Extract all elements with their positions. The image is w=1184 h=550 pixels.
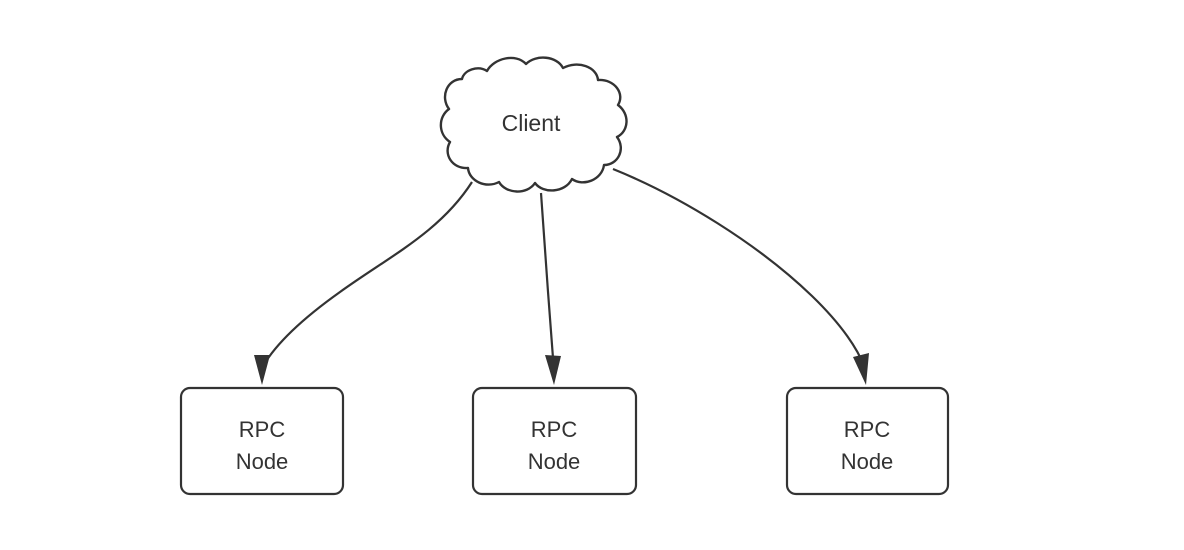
rpc-node-1-label-line2: Node bbox=[236, 449, 289, 474]
rpc-node-1-box bbox=[179, 386, 345, 496]
rpc-node-2-label-line1: RPC bbox=[531, 417, 578, 442]
arrowhead-middle-icon bbox=[545, 355, 561, 385]
rpc-node-1[interactable]: RPC Node bbox=[179, 386, 345, 496]
rpc-node-2[interactable]: RPC Node bbox=[471, 386, 638, 496]
edge-left-curve bbox=[262, 181, 473, 367]
arrowhead-right-icon bbox=[853, 353, 869, 385]
rpc-node-3-label-line1: RPC bbox=[844, 417, 891, 442]
edge-client-to-node-2[interactable] bbox=[539, 192, 561, 385]
edge-middle-line bbox=[539, 192, 555, 359]
rpc-node-3[interactable]: RPC Node bbox=[785, 386, 950, 496]
rpc-node-3-box bbox=[785, 386, 950, 496]
client-cloud-shape bbox=[439, 56, 628, 193]
rpc-node-2-label-line2: Node bbox=[528, 449, 581, 474]
edge-client-to-node-1[interactable] bbox=[254, 181, 473, 385]
rpc-node-3-label-line2: Node bbox=[841, 449, 894, 474]
edge-client-to-node-3[interactable] bbox=[612, 167, 869, 385]
edge-right-curve bbox=[612, 167, 866, 367]
rpc-node-1-label-line1: RPC bbox=[239, 417, 286, 442]
arrowhead-left-icon bbox=[254, 355, 270, 385]
client-label: Client bbox=[502, 110, 561, 136]
rpc-node-2-box bbox=[471, 386, 638, 496]
client-cloud-node[interactable]: Client bbox=[439, 56, 628, 193]
